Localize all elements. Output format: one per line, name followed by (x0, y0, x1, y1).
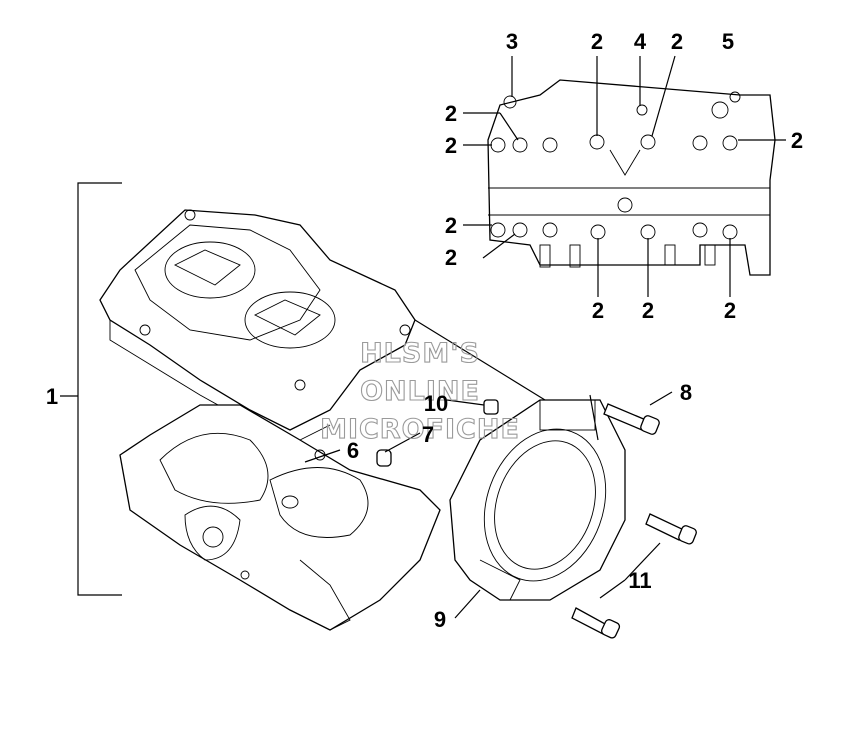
callout-3: 3 (506, 29, 518, 54)
callout-11: 11 (628, 568, 651, 593)
assembly-bracket (60, 182, 122, 596)
upper-crankcase-half (99, 209, 416, 446)
watermark-line-3: MICROFICHE (320, 414, 520, 445)
lower-crankcase-half (119, 404, 441, 631)
dowel-pin-10 (483, 399, 499, 415)
callout-2: 2 (591, 29, 603, 54)
callout-2: 2 (642, 298, 654, 323)
callout-8: 8 (680, 380, 692, 405)
callout-9: 9 (434, 607, 446, 632)
callout-1: 1 (46, 384, 58, 409)
callout-7: 7 (422, 422, 434, 447)
callout-10: 10 (424, 391, 448, 416)
dowel-pin-7 (376, 449, 392, 467)
watermark: HLSM'S ONLINE MICROFICHE (320, 337, 520, 445)
leader-lines (304, 55, 786, 619)
callout-5: 5 (722, 29, 734, 54)
callout-2: 2 (445, 245, 457, 270)
bolt-11-lower (571, 607, 621, 639)
bolt-heads (490, 95, 738, 240)
crankcase-top-view (487, 79, 776, 276)
callout-4: 4 (634, 29, 647, 54)
callout-2: 2 (445, 133, 457, 158)
callout-2: 2 (791, 128, 803, 153)
callout-2: 2 (592, 298, 604, 323)
callout-2: 2 (724, 298, 736, 323)
watermark-line-2: ONLINE (360, 376, 480, 407)
watermark-line-1: HLSM'S (360, 338, 480, 369)
callout-labels: 1 3 2 4 2 5 2 2 2 2 2 2 2 2 8 10 7 6 11 … (46, 29, 803, 632)
bolt-8 (603, 403, 660, 435)
magneto-housing (449, 399, 626, 601)
callout-6: 6 (347, 438, 359, 463)
callout-2: 2 (445, 101, 457, 126)
callout-2: 2 (671, 29, 683, 54)
bolt-11-upper (645, 513, 697, 545)
callout-2: 2 (445, 213, 457, 238)
